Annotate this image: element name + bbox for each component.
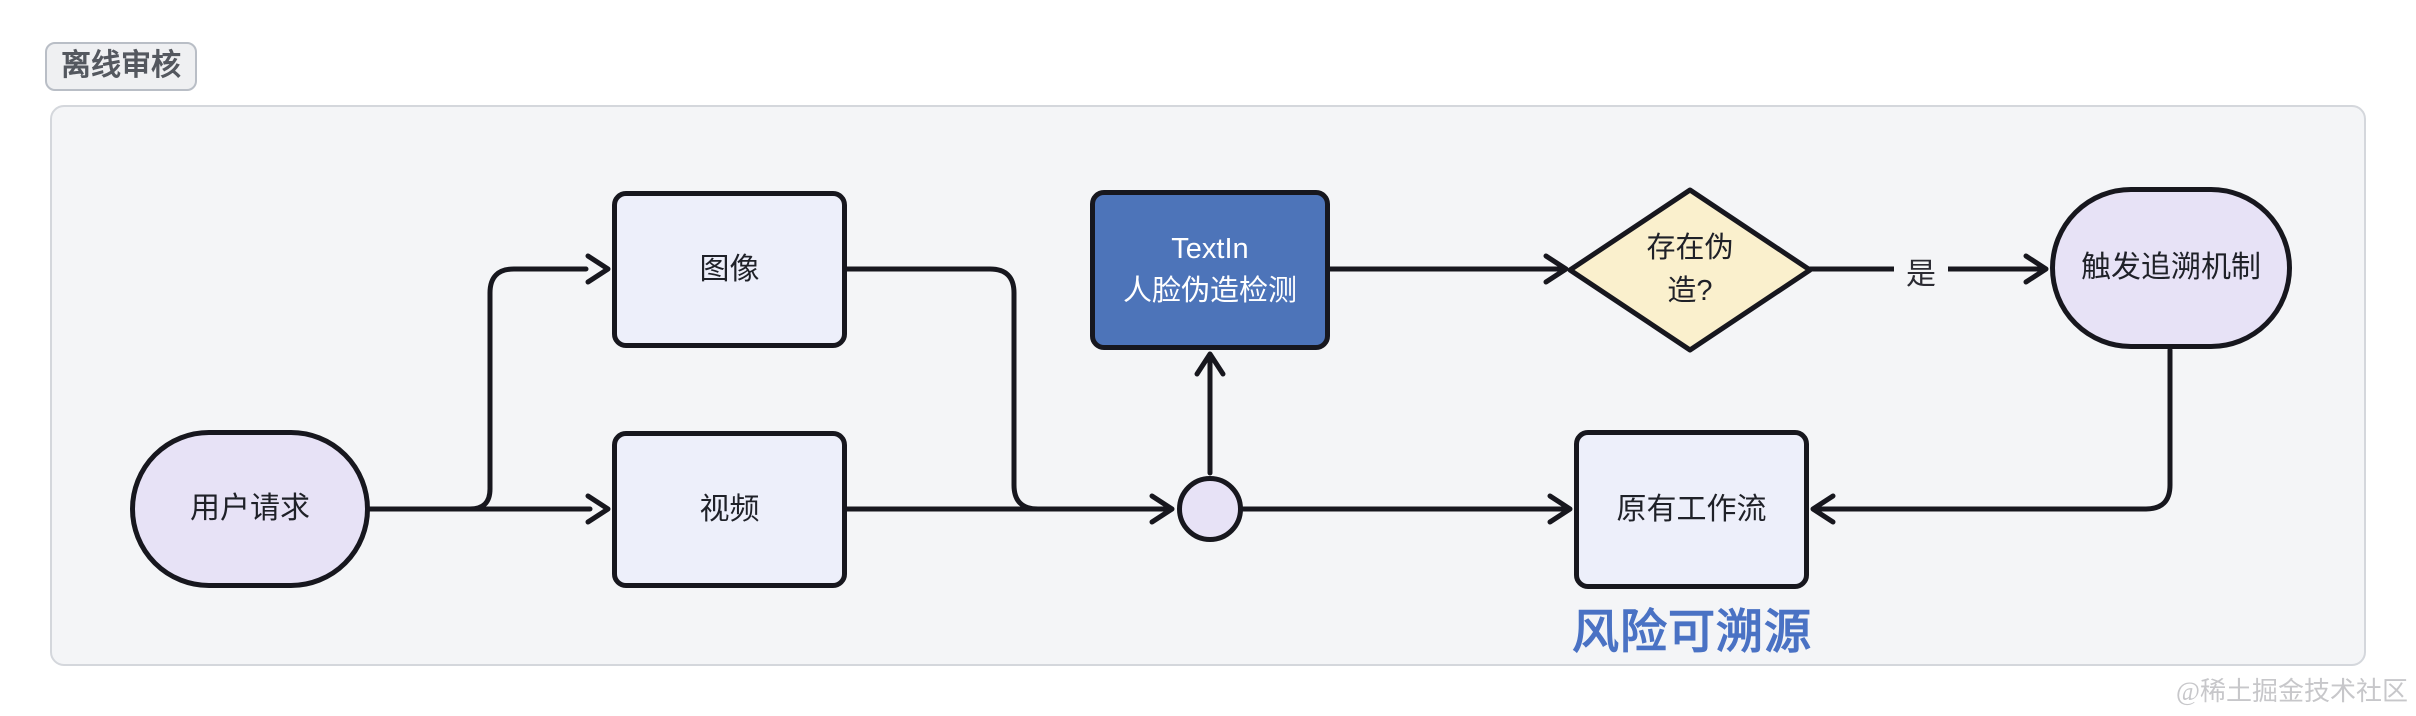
node-video: 视频 (612, 431, 847, 588)
arrowhead-into-video (585, 493, 611, 525)
risk-traceable-caption: 风险可溯源 (1572, 605, 1812, 658)
edge-trace-to-workflow (1816, 347, 2173, 512)
node-merge-point (1177, 476, 1243, 542)
arrowhead-into-trace (2023, 253, 2049, 285)
node-image: 图像 (612, 191, 847, 348)
arrowhead-into-decision (1543, 253, 1569, 285)
arrowhead-into-image (585, 253, 611, 285)
watermark-text: @稀土掘金技术社区 (2176, 677, 2408, 706)
offline-review-badge: 离线审核 (45, 42, 197, 91)
node-textin-face-forgery-detection: TextIn 人脸伪造检测 (1090, 190, 1330, 350)
arrowhead-into-workflow-right (1810, 493, 1836, 525)
node-trace-mechanism: 触发追溯机制 (2050, 187, 2292, 349)
edge-label-yes: 是 (1894, 247, 1948, 295)
node-forgery-decision-label: 存在伪 造? (1646, 231, 1734, 308)
decision-diamond-shape (1567, 187, 1813, 353)
arrowhead-into-workflow-left (1547, 493, 1573, 525)
flowchart-canvas: 用户请求 图像 视频 TextIn 人脸伪造检测 存在伪 造? 触发追溯机制 原… (50, 105, 2366, 666)
node-original-workflow: 原有工作流 (1574, 430, 1809, 589)
edge-user-to-image (467, 266, 589, 512)
node-user-request: 用户请求 (130, 430, 370, 588)
edge-image-to-merge (844, 266, 1041, 512)
arrowhead-into-merge (1149, 493, 1175, 525)
arrowhead-into-textin (1194, 351, 1226, 377)
